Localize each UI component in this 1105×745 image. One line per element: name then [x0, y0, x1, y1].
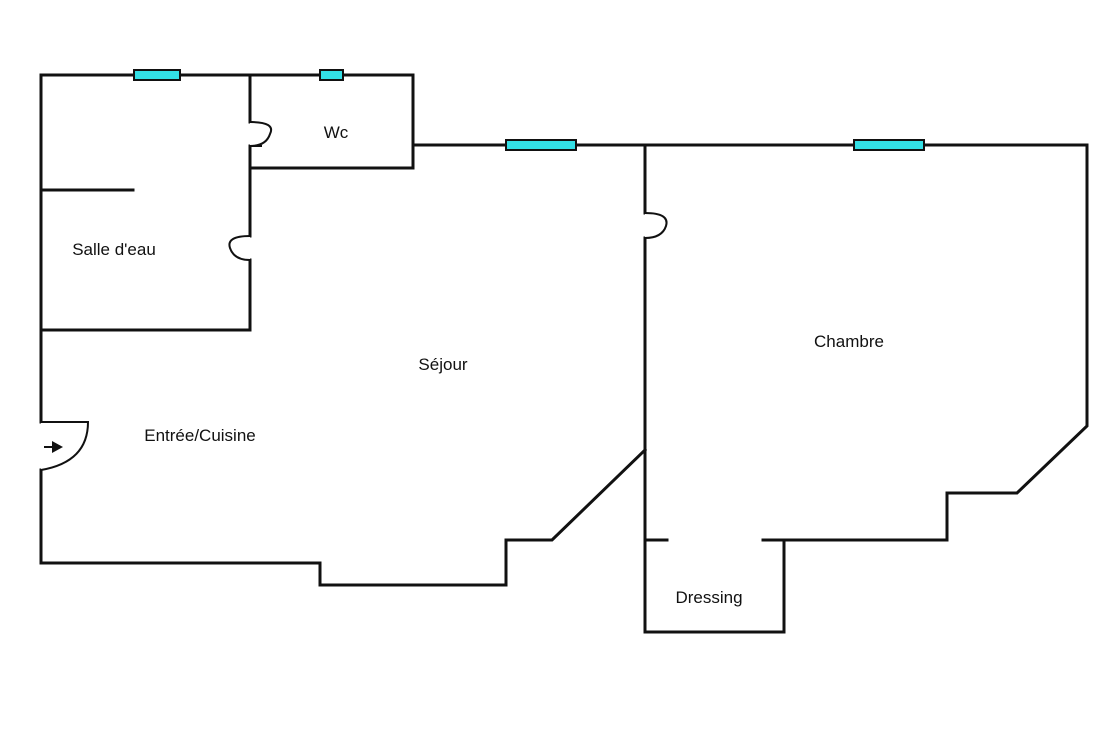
door-entrance	[40, 421, 90, 471]
room-label-sejour: Séjour	[418, 355, 467, 374]
window-salle-deau	[133, 69, 181, 81]
window-wc	[319, 69, 344, 81]
doors	[40, 121, 668, 471]
room-label-dressing: Dressing	[675, 588, 742, 607]
room-label-salle-deau: Salle d'eau	[72, 240, 156, 259]
walls	[39, 73, 1089, 634]
wall-dressing	[643, 538, 786, 634]
door-chambre	[644, 212, 668, 239]
window-chambre	[853, 139, 925, 151]
wall-bottom-left	[39, 447, 648, 587]
wall-chambre-right	[945, 143, 1089, 542]
room-label-wc: Wc	[324, 123, 349, 142]
room-label-entree-cuisine: Entrée/Cuisine	[144, 426, 256, 445]
room-label-chambre: Chambre	[814, 332, 884, 351]
entrance-arrow-icon	[44, 441, 63, 453]
windows	[133, 69, 925, 151]
window-sejour	[505, 139, 577, 151]
door-salle-deau	[228, 235, 251, 261]
door-wc-swing	[249, 121, 272, 147]
